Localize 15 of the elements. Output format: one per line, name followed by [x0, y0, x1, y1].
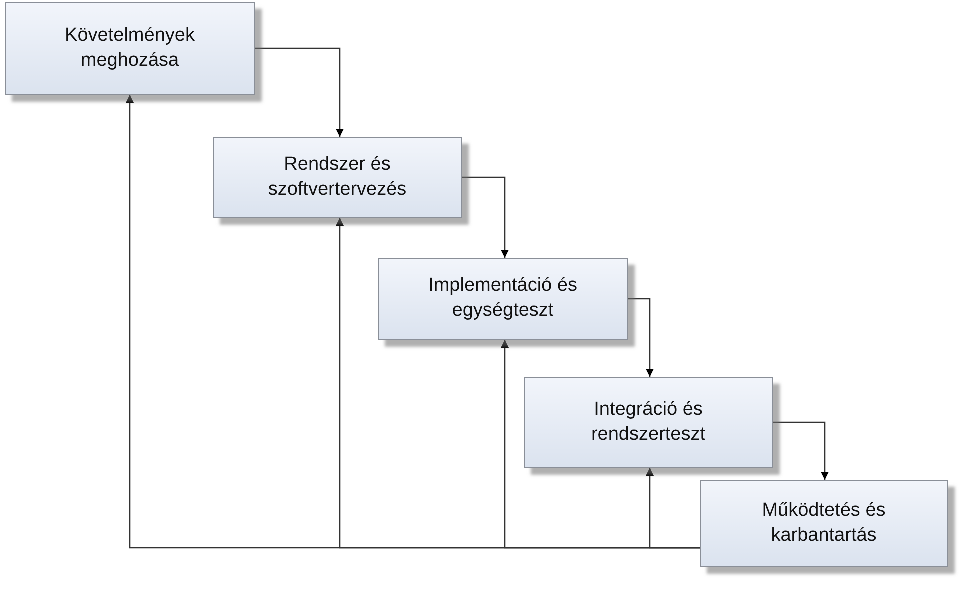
arrow	[773, 422, 829, 480]
process-box	[213, 137, 462, 218]
box-label: Integráció és rendszerteszt	[590, 398, 707, 446]
arrow	[255, 48, 344, 137]
box-label: Implementáció és egységteszt	[428, 274, 578, 323]
arrow	[646, 468, 700, 549]
box-label: Működtetés és karbantartás	[761, 498, 887, 548]
box-label: Követelmények meghozása	[64, 24, 196, 72]
process-box	[524, 377, 773, 468]
arrow	[628, 298, 654, 377]
process-box	[700, 480, 948, 567]
arrow	[462, 176, 509, 258]
process-box	[5, 2, 255, 95]
process-box	[378, 258, 628, 340]
box-label: Rendszer és szoftvertervezés	[267, 152, 408, 202]
